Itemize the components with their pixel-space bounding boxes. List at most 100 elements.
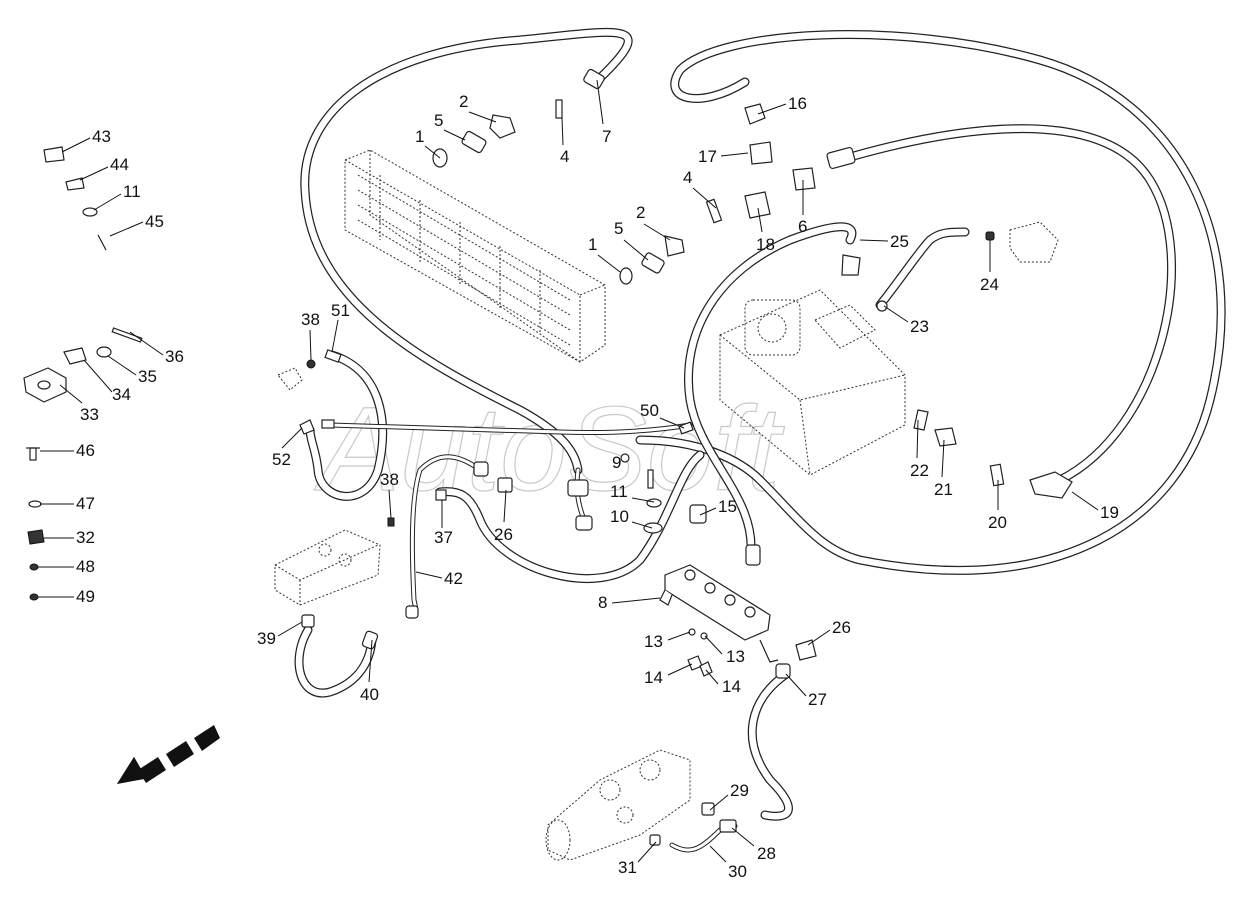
leader-line-c5a — [443, 129, 466, 141]
part-number-c44: 44 — [110, 155, 129, 174]
leader-line-c40 — [368, 639, 373, 683]
part-number-c40: 40 — [360, 685, 379, 704]
hose-lines — [294, 27, 1226, 821]
part-number-c46: 46 — [76, 441, 95, 460]
leader-line-c22 — [916, 419, 919, 459]
leader-line-c28 — [731, 827, 755, 847]
leader-line-c29 — [709, 794, 729, 811]
leader-line-c21 — [941, 439, 945, 478]
leader-line-c16 — [757, 103, 787, 115]
leader-line-c39 — [277, 621, 303, 637]
part-number-c34: 34 — [112, 385, 131, 404]
hydraulic-pump — [545, 749, 691, 861]
leader-line-c11a — [93, 193, 122, 211]
leader-line-c1b — [597, 254, 621, 273]
leader-line-c11b — [631, 497, 655, 503]
part-number-c50: 50 — [640, 401, 659, 420]
part-number-c43: 43 — [92, 127, 111, 146]
leader-line-c52 — [281, 427, 303, 449]
part-number-c38a: 38 — [301, 310, 320, 329]
leader-line-c26b — [807, 629, 831, 646]
part-number-c32: 32 — [76, 528, 95, 547]
leader-line-c30 — [709, 845, 727, 863]
part-number-c30: 30 — [728, 862, 747, 881]
leader-line-c2a — [468, 111, 497, 123]
control-valve — [274, 529, 381, 606]
leader-line-c38a — [309, 329, 312, 361]
hydraulic-tank — [719, 289, 906, 476]
leader-line-c26a — [503, 489, 507, 523]
part-number-c2a: 2 — [459, 92, 468, 111]
part-number-c11a: 11 — [123, 182, 141, 201]
part-number-c4a: 4 — [560, 147, 569, 166]
part-number-c39: 39 — [257, 629, 276, 648]
manifold-block — [659, 564, 779, 663]
part-number-c31: 31 — [618, 858, 637, 877]
part-number-c36: 36 — [165, 347, 184, 366]
leader-line-c38b — [388, 489, 392, 519]
leader-line-c10 — [631, 521, 653, 529]
part-number-c52: 52 — [272, 450, 291, 469]
solenoid-valve — [277, 367, 303, 391]
part-number-c51: 51 — [331, 301, 350, 320]
leader-line-c23 — [883, 305, 909, 323]
part-number-c13a: 13 — [644, 632, 663, 651]
leader-line-c14a — [667, 663, 693, 676]
leader-line-c33 — [59, 384, 83, 404]
part-number-c47: 47 — [76, 494, 95, 513]
leader-line-c15 — [699, 507, 717, 516]
part-number-c9: 9 — [612, 453, 621, 472]
part-number-c18: 18 — [756, 235, 775, 254]
part-number-c5b: 5 — [614, 219, 623, 238]
part-number-c21: 21 — [934, 480, 953, 499]
fittings — [23, 68, 1073, 846]
part-number-c5a: 5 — [434, 111, 443, 130]
leader-line-c44 — [79, 166, 109, 181]
part-number-c11b: 11 — [610, 482, 628, 501]
part-number-c33: 33 — [80, 405, 99, 424]
part-number-c1a: 1 — [415, 127, 424, 146]
part-number-c35: 35 — [138, 367, 157, 386]
leader-line-c8 — [611, 597, 661, 604]
leader-line-c4b — [692, 187, 717, 209]
leader-line-c43 — [61, 137, 91, 153]
leader-line-c42 — [415, 571, 443, 579]
part-number-c37: 37 — [434, 528, 453, 547]
part-number-c42: 42 — [444, 569, 463, 588]
part-number-c45: 45 — [145, 212, 164, 231]
part-number-c28: 28 — [757, 844, 776, 863]
part-number-c26b: 26 — [832, 618, 851, 637]
leader-line-c17 — [720, 152, 749, 157]
leader-line-c34 — [83, 359, 113, 393]
leader-line-c36 — [129, 331, 164, 356]
leader-line-c4a — [561, 117, 564, 146]
leader-line-c18 — [757, 207, 763, 233]
leader-line-c13a — [667, 631, 691, 641]
part-number-c17: 17 — [698, 147, 717, 166]
leader-line-c5b — [623, 239, 649, 261]
part-number-c26a: 26 — [494, 525, 513, 544]
pilot-valve — [1009, 221, 1059, 263]
part-number-c24: 24 — [980, 275, 999, 294]
part-number-c19: 19 — [1100, 503, 1119, 522]
part-number-c25: 25 — [890, 232, 909, 251]
leader-line-c7 — [596, 79, 604, 125]
part-number-c29: 29 — [730, 781, 749, 800]
part-number-c49: 49 — [76, 587, 95, 606]
oil-cooler — [344, 149, 606, 363]
part-number-c16: 16 — [788, 94, 807, 113]
part-number-c15: 15 — [718, 497, 737, 516]
part-number-c14b: 14 — [722, 677, 741, 696]
leader-line-c50 — [659, 417, 685, 429]
part-number-c20: 20 — [988, 513, 1007, 532]
part-number-c1b: 1 — [588, 235, 597, 254]
direction-arrow — [117, 725, 220, 784]
part-number-c2b: 2 — [636, 203, 645, 222]
leader-line-c51 — [331, 319, 339, 353]
leader-line-c14b — [705, 669, 719, 685]
part-number-c6: 6 — [798, 217, 807, 236]
part-number-c14a: 14 — [644, 668, 663, 687]
part-number-c7: 7 — [602, 127, 611, 146]
